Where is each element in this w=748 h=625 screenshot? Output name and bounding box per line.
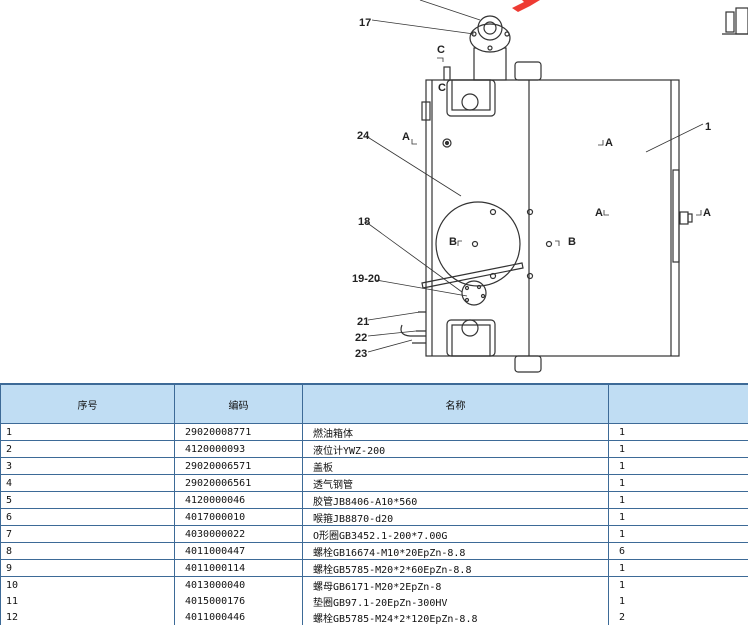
row-quantity: 2 bbox=[609, 609, 748, 625]
table-header-row: 序号 编码 名称 bbox=[1, 384, 748, 424]
red-arrow-icon bbox=[512, 0, 540, 12]
side-view-fragment bbox=[722, 8, 748, 34]
row-code: 4017000010 bbox=[175, 509, 303, 526]
row-code: 4011000114 bbox=[175, 560, 303, 577]
filler-cap bbox=[470, 16, 510, 80]
section-c-bottom: C bbox=[438, 82, 446, 94]
callout-18: 18 bbox=[358, 216, 370, 228]
row-quantity: 1 bbox=[609, 458, 748, 475]
row-code: 4011000446 bbox=[175, 609, 303, 625]
callout-24: 24 bbox=[357, 130, 370, 142]
row-code: 29020006561 bbox=[175, 475, 303, 492]
row-number: 1 bbox=[1, 424, 175, 441]
section-a-top-right: A bbox=[605, 137, 613, 149]
row-quantity: 1 bbox=[609, 424, 748, 441]
row-number: 5 bbox=[1, 492, 175, 509]
row-name: 螺栓GB16674-M10*20EpZn-8.8 bbox=[303, 543, 609, 560]
row-number: 9 bbox=[1, 560, 175, 577]
header-code: 编码 bbox=[175, 384, 303, 424]
callout-19-20: 19-20 bbox=[352, 273, 380, 285]
row-number: 2 bbox=[1, 441, 175, 458]
row-code: 4011000447 bbox=[175, 543, 303, 560]
tank-body bbox=[426, 80, 679, 356]
row-name: 螺栓GB5785-M24*2*120EpZn-8.8 bbox=[303, 609, 609, 625]
row-quantity: 1 bbox=[609, 475, 748, 492]
row-name: 螺母GB6171-M20*2EpZn-8 bbox=[303, 577, 609, 594]
row-quantity: 1 bbox=[609, 509, 748, 526]
row-name: 盖板 bbox=[303, 458, 609, 475]
header-no: 序号 bbox=[1, 384, 175, 424]
callout-17: 17 bbox=[359, 17, 371, 29]
row-quantity: 1 bbox=[609, 577, 748, 594]
row-number: 3 bbox=[1, 458, 175, 475]
row-number: 7 bbox=[1, 526, 175, 543]
row-code: 29020006571 bbox=[175, 458, 303, 475]
section-a-mid: A bbox=[595, 207, 603, 219]
callout-21: 21 bbox=[357, 316, 369, 328]
row-number: 4 bbox=[1, 475, 175, 492]
row-quantity: 1 bbox=[609, 593, 748, 609]
row-number: 12 bbox=[1, 609, 175, 625]
section-c-top: C bbox=[437, 44, 445, 56]
row-number: 10 bbox=[1, 577, 175, 594]
row-number: 8 bbox=[1, 543, 175, 560]
callout-22: 22 bbox=[355, 332, 367, 344]
row-name: 喉箍JB8870-d20 bbox=[303, 509, 609, 526]
row-number: 11 bbox=[1, 593, 175, 609]
row-code: 4013000040 bbox=[175, 577, 303, 594]
section-b-right: B bbox=[568, 236, 576, 248]
row-code: 4120000093 bbox=[175, 441, 303, 458]
row-quantity: 1 bbox=[609, 560, 748, 577]
row-code: 4030000022 bbox=[175, 526, 303, 543]
row-name: 透气钢管 bbox=[303, 475, 609, 492]
row-name: 螺栓GB5785-M20*2*60EpZn-8.8 bbox=[303, 560, 609, 577]
row-quantity: 1 bbox=[609, 526, 748, 543]
row-name: 垫圈GB97.1-20EpZn-300HV bbox=[303, 593, 609, 609]
row-quantity: 6 bbox=[609, 543, 748, 560]
section-b-left: B bbox=[449, 236, 457, 248]
row-name: 燃油箱体 bbox=[303, 424, 609, 441]
row-number: 6 bbox=[1, 509, 175, 526]
row-code: 4120000046 bbox=[175, 492, 303, 509]
callout-1: 1 bbox=[705, 121, 711, 133]
row-name: O形圈GB3452.1-200*7.00G bbox=[303, 526, 609, 543]
header-name: 名称 bbox=[303, 384, 609, 424]
header-qty bbox=[609, 384, 748, 424]
section-a-left: A bbox=[402, 131, 410, 143]
row-code: 29020008771 bbox=[175, 424, 303, 441]
row-name: 液位计YWZ-200 bbox=[303, 441, 609, 458]
row-code: 4015000176 bbox=[175, 593, 303, 609]
row-name: 胶管JB8406-A10*560 bbox=[303, 492, 609, 509]
fuel-tank-drawing: 17 24 18 19-20 21 22 23 1 C C A A A A B … bbox=[0, 0, 748, 380]
row-quantity: 1 bbox=[609, 492, 748, 509]
section-a-right: A bbox=[703, 207, 711, 219]
row-quantity: 1 bbox=[609, 441, 748, 458]
callout-23: 23 bbox=[355, 348, 367, 360]
